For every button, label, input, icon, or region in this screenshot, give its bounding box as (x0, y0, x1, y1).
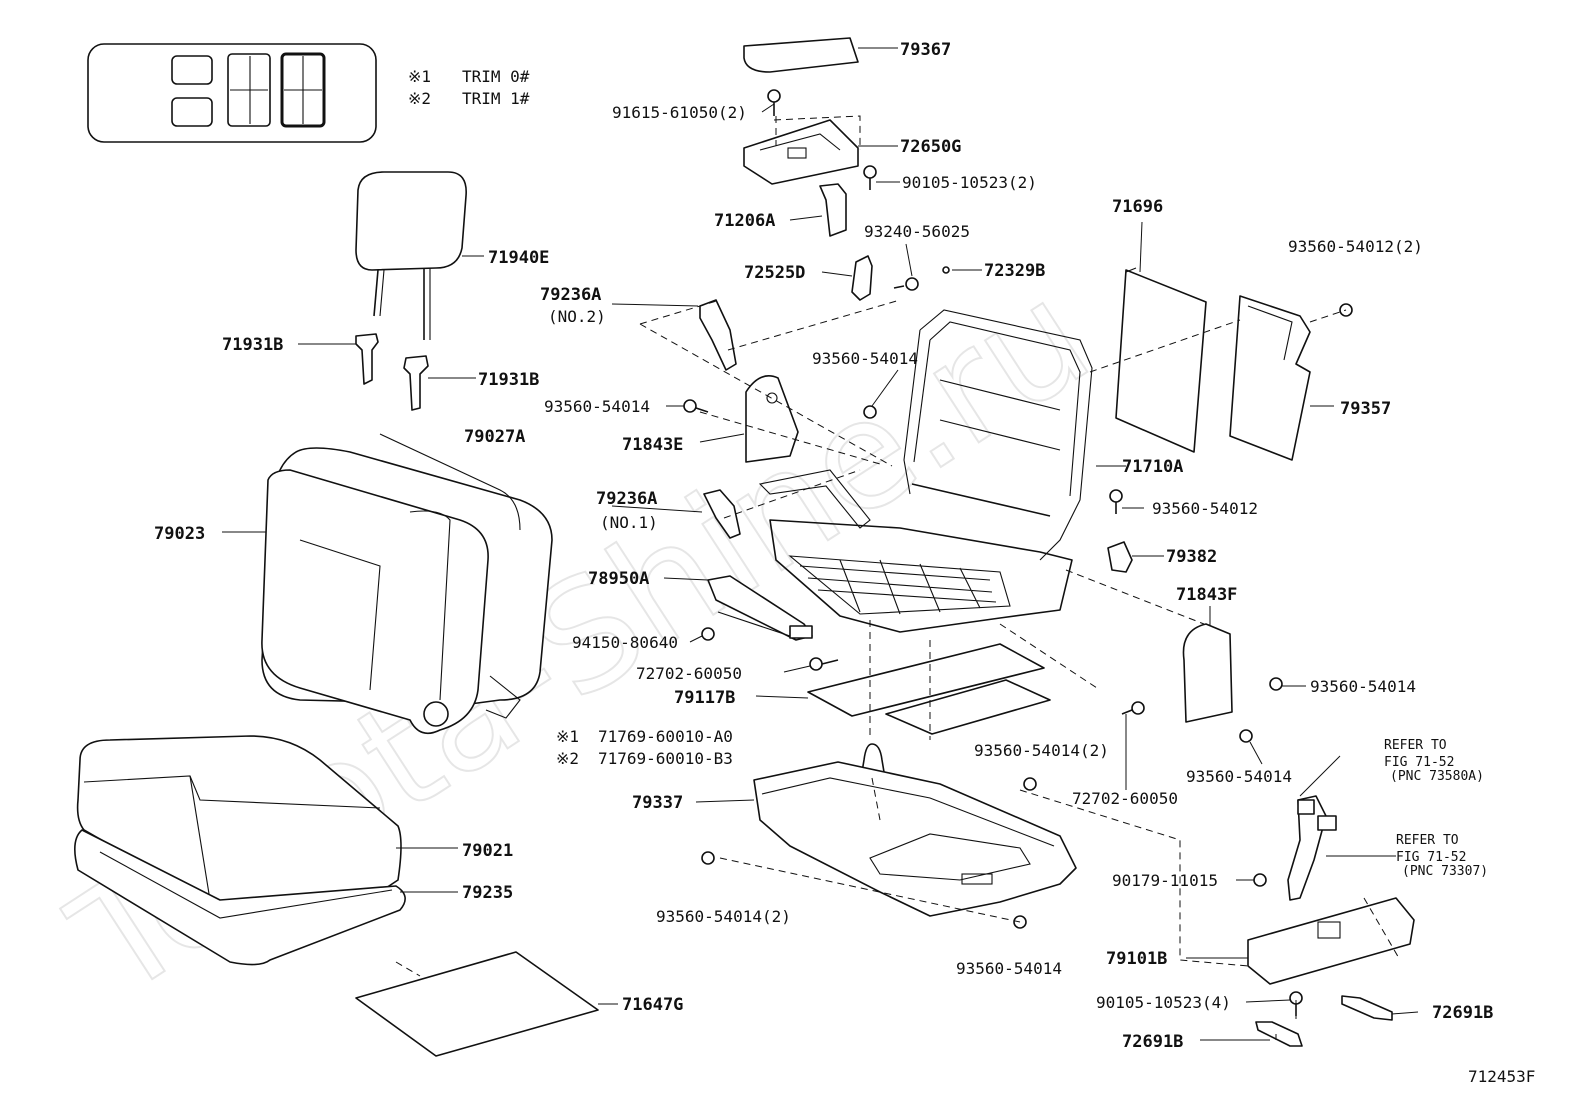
label-refer2-line3: (PNC 73307) (1402, 864, 1488, 879)
bracket-no1-drawing (703, 489, 741, 539)
label-refer1-line2: FIG 71-52 (1384, 755, 1454, 770)
label-72702-60050-b: 72702-60050 (1072, 789, 1178, 808)
headrest-support-right (403, 355, 429, 411)
label-72525D: 72525D (744, 263, 805, 283)
label-71843E: 71843E (622, 435, 683, 455)
fastener-icons (683, 89, 1353, 1016)
label-72702-60050-a: 72702-60050 (636, 664, 742, 683)
undercover-pad-drawing (807, 643, 1051, 735)
label-71940E: 71940E (488, 248, 549, 268)
label-72691B-left: 72691B (1122, 1032, 1183, 1052)
label-79357: 79357 (1340, 399, 1391, 419)
side-cover-e-drawing (745, 375, 799, 463)
label-90105-10523-a: 90105-10523(2) (902, 173, 1037, 192)
seat-cushion-drawing (74, 735, 406, 966)
label-93560-54014-c: 93560-54014 (956, 959, 1062, 978)
label-91615-61050: 91615-61050(2) (612, 103, 747, 122)
bumper-drawing (861, 743, 885, 773)
label-94150-80640: 94150-80640 (572, 633, 678, 652)
label-no1: (NO.1) (600, 513, 658, 532)
label-93560-54014-e: 93560-54014 (1186, 767, 1292, 786)
label-no2: (NO.2) (548, 307, 606, 326)
label-93560-54012-2: 93560-54012(2) (1288, 237, 1423, 256)
bracket-72691b-left-drawing (1255, 1021, 1303, 1047)
label-93560-54012: 93560-54012 (1152, 499, 1258, 518)
bottom-pad-drawing (355, 951, 599, 1057)
label-71931B-1: 71931B (222, 335, 283, 355)
headrest-support-left (355, 333, 379, 385)
trim-legend-mark-2: ※2 (408, 89, 431, 108)
seatback-cover-drawing (261, 433, 553, 735)
bracket-72691b-right-drawing (1341, 995, 1393, 1021)
label-72691B-right: 72691B (1432, 1003, 1493, 1023)
bracket-box-drawing (743, 119, 859, 185)
label-79235: 79235 (462, 883, 513, 903)
label-79236A-no2: 79236A (540, 285, 601, 305)
label-79337: 79337 (632, 793, 683, 813)
label-72650G: 72650G (900, 137, 961, 157)
figure-id: 712453F (1468, 1067, 1535, 1086)
seatbelt-anchor-drawing (1287, 795, 1337, 901)
seat-icon-third-row-highlighted (280, 52, 326, 128)
label-71843F: 71843F (1176, 585, 1237, 605)
top-cover-drawing (743, 37, 859, 73)
label-93560-54014-b: 93560-54014 (544, 397, 650, 416)
assembly-dashed-lines (395, 115, 1401, 1020)
label-79023: 79023 (154, 524, 205, 544)
label-93560-54014-2b: 93560-54014(2) (656, 907, 791, 926)
leader-lines (222, 47, 1419, 1041)
seat-icon-left-front (171, 55, 213, 127)
label-71931B-2: 71931B (478, 370, 539, 390)
side-cover-f-drawing (1182, 623, 1233, 723)
label-refer1-line1: REFER TO (1384, 738, 1447, 753)
label-72329B: 72329B (984, 261, 1045, 281)
label-90179-11015: 90179-11015 (1112, 871, 1218, 890)
label-79027A: 79027A (464, 427, 525, 447)
label-refer1-line3: (PNC 73580A) (1390, 769, 1484, 784)
label-93560-54014-d: 93560-54014 (1310, 677, 1416, 696)
label-trim1-mark: ※1 (556, 727, 579, 746)
lever-drawing (851, 255, 873, 301)
trim-legend-mark-1: ※1 (408, 67, 431, 86)
label-71769-60010-B3: 71769-60010-B3 (598, 749, 733, 768)
trim-panel-drawing (1247, 897, 1415, 985)
label-71769-60010-A0: 71769-60010-A0 (598, 727, 733, 746)
label-71710A: 71710A (1122, 457, 1183, 477)
label-93560-54014-2a: 93560-54014(2) (974, 741, 1109, 760)
seat-icon-middle-row (227, 53, 271, 127)
trim-legend-text-2: TRIM 1# (462, 89, 530, 108)
trim-legend: ※1 TRIM 0# ※2 TRIM 1# (408, 67, 530, 108)
label-79101B: 79101B (1106, 949, 1167, 969)
label-93240-56025: 93240-56025 (864, 222, 970, 241)
back-cover-drawing (1229, 295, 1311, 461)
seat-position-legend (87, 43, 377, 143)
label-79367: 79367 (900, 40, 951, 60)
label-79236A-no1: 79236A (596, 489, 657, 509)
seatback-board-drawing (1115, 267, 1207, 453)
label-refer2-line1: REFER TO (1396, 833, 1459, 848)
trim-legend-text-1: TRIM 0# (462, 67, 530, 86)
small-bracket-drawing (819, 183, 847, 237)
bracket-no2-drawing (699, 299, 737, 371)
label-71647G: 71647G (622, 995, 683, 1015)
seat-frame-drawing (758, 309, 1093, 633)
label-79021: 79021 (462, 841, 513, 861)
lower-tray-drawing (753, 761, 1077, 917)
label-90105-10523-b: 90105-10523(4) (1096, 993, 1231, 1012)
headrest-drawing (355, 171, 467, 340)
label-71206A: 71206A (714, 211, 775, 231)
label-71696: 71696 (1112, 197, 1163, 217)
label-93560-54014-a: 93560-54014 (812, 349, 918, 368)
strap-drawing (707, 575, 813, 641)
label-79382: 79382 (1166, 547, 1217, 567)
label-79117B: 79117B (674, 688, 735, 708)
part-labels: 79367 91615-61050(2) 72650G 90105-10523(… (154, 40, 1493, 1052)
label-refer2-line2: FIG 71-52 (1396, 850, 1466, 865)
label-trim2-mark: ※2 (556, 749, 579, 768)
label-78950A: 78950A (588, 569, 649, 589)
clip-drawing (1107, 541, 1133, 573)
